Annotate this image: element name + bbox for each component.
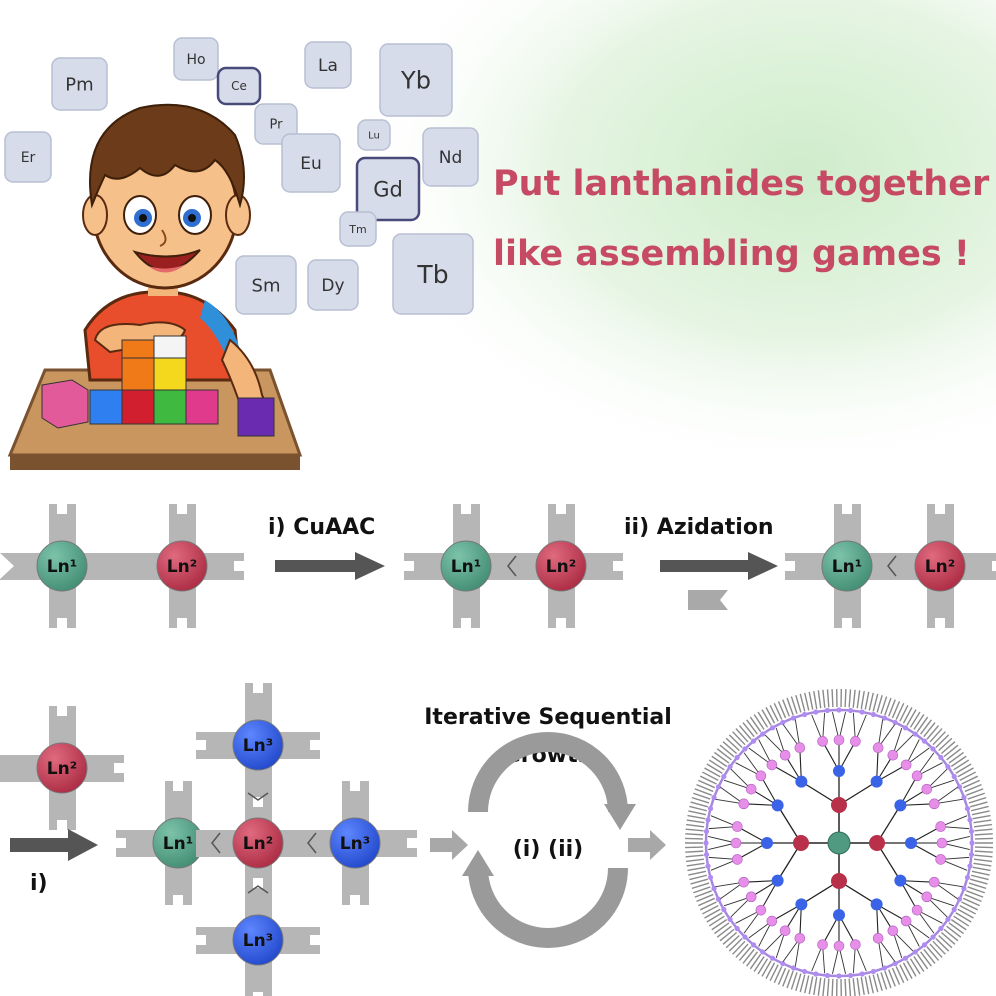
element-tile-la: La <box>304 41 352 89</box>
lanthanide-unit-label: Ln² <box>243 834 273 854</box>
element-tile-label: Gd <box>373 177 403 201</box>
cuaac-arrow <box>275 552 385 580</box>
element-tile-label: La <box>318 56 338 76</box>
element-tile-nd: Nd <box>422 127 479 187</box>
headline-line-1: Put lanthanides together <box>493 164 990 204</box>
element-tile-label: Dy <box>321 276 344 296</box>
lanthanide-unit-ln2: Ln² <box>878 504 996 628</box>
element-tile-ho: Ho <box>173 37 219 81</box>
lanthanide-unit-label: Ln³ <box>243 736 273 756</box>
lanthanide-unit-ln3: Ln³ <box>293 781 417 905</box>
lanthanide-unit-label: Ln³ <box>243 931 273 951</box>
element-tile-label: Lu <box>368 131 380 142</box>
element-tile-lu: Lu <box>357 119 391 151</box>
lanthanide-unit-ln1: Ln¹ <box>0 504 124 628</box>
element-tile-gd: Gd <box>355 156 421 222</box>
element-tile-er: Er <box>4 131 52 183</box>
cuaac-label: i) CuAAC <box>268 515 375 540</box>
lanthanide-unit-ln2: Ln² <box>0 706 124 830</box>
cycle-arrows-icon <box>462 732 636 948</box>
element-tile-pm: Pm <box>51 57 108 111</box>
feed-arrow-icon <box>430 830 468 860</box>
lanthanide-unit-label: Ln² <box>167 557 197 577</box>
boy-illustration <box>7 103 303 470</box>
element-tile-label: Ce <box>231 79 247 93</box>
dendrimer-structure <box>685 689 993 996</box>
element-tile-label: Pr <box>270 118 284 133</box>
element-tile-yb: Yb <box>379 43 453 117</box>
headline-line-2: like assembling games ! <box>493 234 970 274</box>
element-tile-tm: Tm <box>339 211 377 247</box>
element-tile-label: Sm <box>252 275 281 296</box>
lanthanide-unit-ln2: Ln² <box>108 504 244 628</box>
lanthanide-unit-label: Ln¹ <box>47 557 77 577</box>
lanthanide-unit-ln1: Ln¹ <box>116 781 240 905</box>
lanthanide-unit-label: Ln¹ <box>163 834 193 854</box>
element-tile-tb: Tb <box>392 233 474 315</box>
element-tile-label: Nd <box>439 148 463 168</box>
step-i-arrow <box>10 829 98 861</box>
azide-fragment-icon <box>688 590 728 610</box>
step-i-label: i) <box>30 871 48 896</box>
element-tile-dy: Dy <box>307 259 359 311</box>
azidation-label: ii) Azidation <box>624 515 774 540</box>
element-tile-label: Ho <box>186 52 205 68</box>
output-arrow-icon <box>628 830 666 860</box>
element-tile-sm: Sm <box>235 255 297 315</box>
cycle-label: (i) (ii) <box>513 837 584 862</box>
lanthanide-unit-label: Ln² <box>546 557 576 577</box>
iterative-growth-title-line-1: Iterative Sequential <box>424 705 672 730</box>
lanthanide-unit-ln3: Ln³ <box>196 683 320 807</box>
lanthanide-unit-label: Ln¹ <box>832 557 862 577</box>
element-tile-label: Tm <box>348 223 366 236</box>
lanthanide-unit-ln3: Ln³ <box>196 878 320 996</box>
element-tile-eu: Eu <box>281 133 341 193</box>
element-tile-ce: Ce <box>216 66 262 106</box>
element-tile-label: Pm <box>65 74 93 95</box>
lanthanide-unit-ln2: Ln² <box>499 504 623 628</box>
reaction-scheme-row-2: Ln² Ln¹ Ln² Ln³ Ln³ Ln³ <box>0 683 417 996</box>
element-tile-label: Yb <box>400 66 431 94</box>
reaction-scheme-row-1: Ln¹ Ln² Ln¹ Ln² Ln¹ Ln² <box>0 504 996 628</box>
element-tile-label: Tb <box>416 260 448 289</box>
lanthanide-unit-label: Ln² <box>925 557 955 577</box>
lanthanide-unit-label: Ln¹ <box>451 557 481 577</box>
element-tile-label: Eu <box>300 154 322 174</box>
azidation-arrow <box>660 552 778 580</box>
lanthanide-unit-label: Ln³ <box>340 834 370 854</box>
element-tile-label: Er <box>21 150 36 166</box>
lanthanide-unit-label: Ln² <box>47 759 77 779</box>
